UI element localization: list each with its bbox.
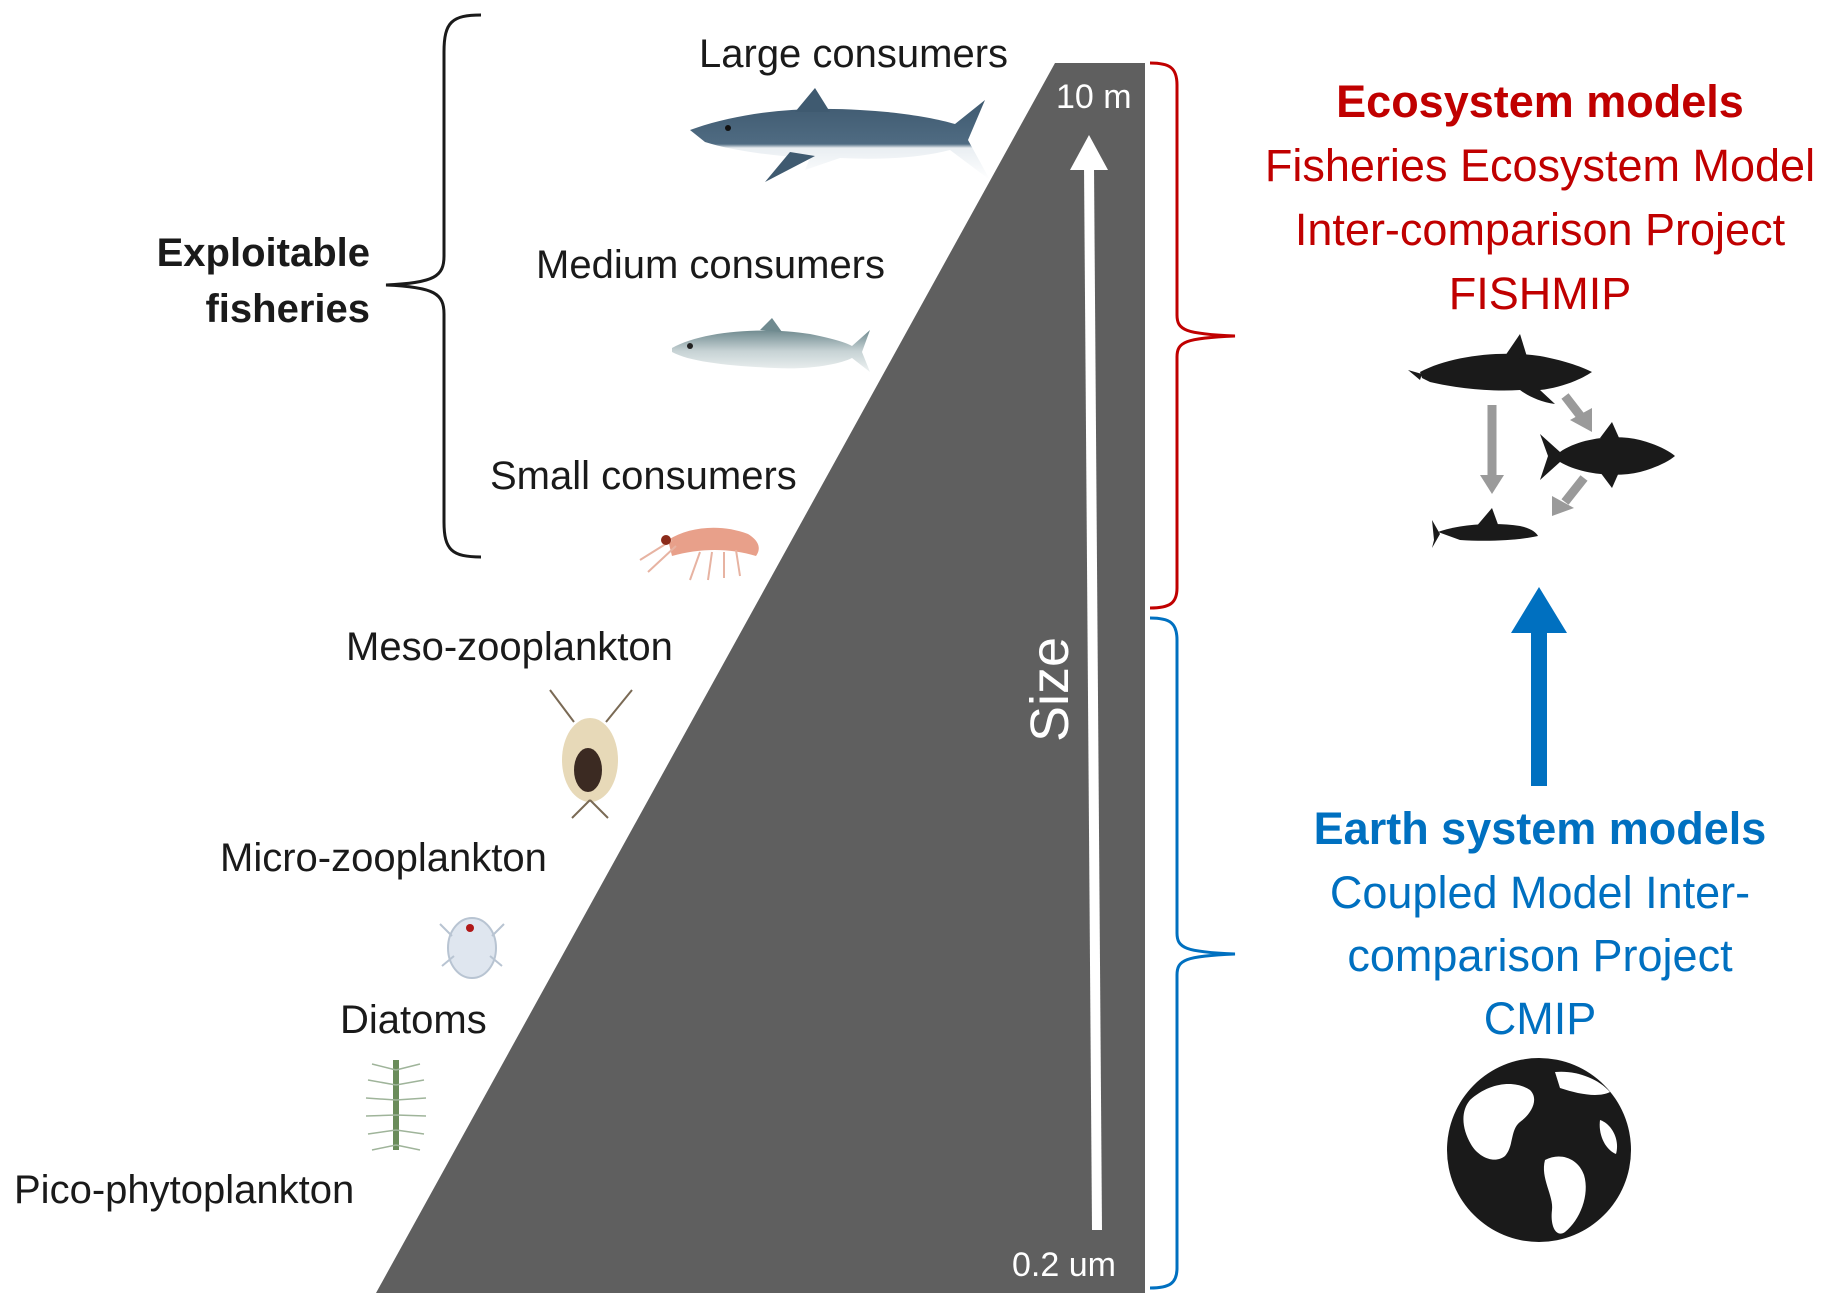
size-axis-label: Size (1020, 637, 1080, 742)
copepod-icon (549, 689, 633, 819)
earth-system-brace (1149, 616, 1236, 1290)
size-pyramid (376, 63, 1145, 1293)
earth-models-heading: Earth system models (1314, 803, 1767, 854)
ecosystem-models-line1: Fisheries Ecosystem Model (1265, 140, 1815, 191)
label-pico-phytoplankton: Pico-phytoplankton (14, 1168, 354, 1212)
earth-models-line1: Coupled Model Inter- (1330, 867, 1750, 918)
label-micro-zooplankton: Micro-zooplankton (220, 836, 547, 880)
ecosystem-models-line3: FISHMIP (1449, 268, 1632, 319)
orca-silhouette-icon (1408, 334, 1592, 404)
nauplius-icon (439, 917, 505, 979)
ecosystem-models-line2: Inter-comparison Project (1295, 204, 1786, 255)
ecosystem-brace (1149, 61, 1236, 610)
earth-models-line2: comparison Project (1347, 930, 1733, 981)
label-diatoms: Diatoms (340, 998, 487, 1042)
earth-models-line3: CMIP (1484, 993, 1597, 1044)
diatom-chain-icon (365, 1060, 427, 1151)
krill-icon (639, 527, 759, 581)
label-large-consumers: Large consumers (699, 32, 1008, 76)
globe-icon (1447, 1058, 1631, 1242)
label-meso-zooplankton: Meso-zooplankton (346, 625, 673, 669)
size-min-label: 0.2 um (1012, 1246, 1116, 1284)
coupling-arrow (1511, 587, 1567, 786)
ecosystem-models-heading: Ecosystem models (1336, 76, 1744, 127)
flying-fish-silhouette-icon (1432, 508, 1538, 548)
food-web-arrows (1480, 393, 1592, 516)
tuna-silhouette-icon (1540, 422, 1675, 488)
herring-icon (672, 318, 870, 372)
fisheries-label-line1: Exploitable (157, 231, 370, 275)
size-max-label: 10 m (1056, 78, 1132, 116)
shark-icon (690, 88, 990, 182)
label-small-consumers: Small consumers (490, 454, 797, 498)
fisheries-label-line2: fisheries (205, 287, 370, 331)
fisheries-brace (385, 13, 482, 559)
size-arrow (1070, 135, 1108, 1231)
label-medium-consumers: Medium consumers (536, 243, 885, 287)
